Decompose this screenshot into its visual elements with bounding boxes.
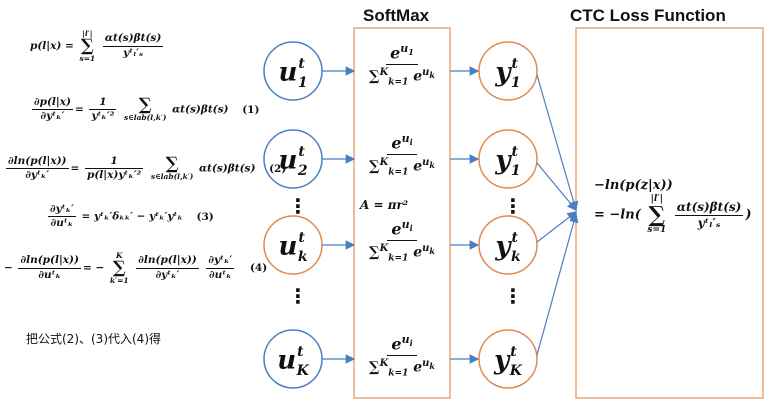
fraction-denominator: yᵗₗ′ₛ [123,46,144,59]
fraction-numerator: ∂p(l|x) [32,96,73,111]
u-label-2: ut2 [278,144,308,179]
y-label-2: yt1 [495,144,521,179]
fraction: ∂ln(p(l|x)) ∂yᵗₖ′ [136,254,199,281]
softmax-title: SoftMax [363,6,430,25]
sum-lower: s∈lab(l,k′) [150,172,194,182]
formula-likelihood-lhs: p(l|x) = [30,40,74,52]
y-dots-1: ⋮ [503,194,523,218]
arrow-yk-ctc [536,211,577,243]
sum-upper: K [115,251,123,260]
fraction-numerator: ∂ln(p(l|x)) [18,254,81,269]
fraction-denominator: ∂uᵗₖ [38,268,62,281]
summation: ∑ s∈lab(l,k′) [123,95,167,123]
arrow-y2-ctc [536,162,577,211]
equation-number: (3) [196,210,214,223]
softmax-fraction-1: eu1 ∑Kk=1 euk [369,42,435,88]
fraction: ∂ln(p(l|x)) ∂uᵗₖ [18,254,81,281]
fraction-denominator: ∂uᵗₖ [50,217,74,230]
sum-lower: k′=1 [109,275,129,285]
ctc-formula-line1: −ln(p(z|x)) [594,178,673,193]
u-label-K: utK [277,344,309,379]
sum-upper: |l′| [82,29,93,38]
fraction-numerator: ∂ln(p(l|x)) [136,254,199,269]
fraction-numerator: 1 [84,155,144,170]
formula-rhs: = yᵗₖ′δₖₖ′ − yᵗₖ′yᵗₖ [81,210,183,223]
fraction-denominator: ∂yᵗₖ′ [40,110,65,123]
u-dots-1: ⋮ [288,194,308,218]
summation: |l′| ∑ s=1 [79,29,96,63]
ctc-title: CTC Loss Function [570,6,726,25]
formula-2: ∂ln(p(l|x)) ∂yᵗₖ′ = 1 p(l|x)yᵗₖ′² ∑ s∈la… [6,154,287,182]
equation-number: (1) [242,103,260,116]
u-label-k: utk [278,230,308,265]
ctc-formula: −ln(p(z|x)) = −ln( |l′| ∑ s=1 αt(s)βt(s)… [594,178,751,235]
summation: ∑ s∈lab(l,k′) [150,154,194,182]
fraction: 1 p(l|x)yᵗₖ′² [84,155,144,182]
y-label-K: ytK [494,344,522,379]
fraction-denominator: ∂yᵗₖ′ [25,169,50,182]
fraction: αt(s)βt(s) yᵗₗ′ₛ [102,32,164,59]
sum-lower: s=1 [79,53,96,63]
formula-3: ∂yᵗₖ′ ∂uᵗₖ = yᵗₖ′δₖₖ′ − yᵗₖ′yᵗₖ (3) [46,203,214,230]
formula-1: ∂p(l|x) ∂yᵗₖ′ = 1 yᵗₖ′² ∑ s∈lab(l,k′) αt… [32,95,260,123]
fraction-denominator: yᵗₖ′² [91,110,115,123]
summation: |l′| ∑ s=1 [647,194,667,235]
formula-4: − ∂ln(p(l|x)) ∂uᵗₖ = − K ∑ k′=1 ∂ln(p(l|… [4,251,268,285]
softmax-box [353,27,451,399]
softmax-fraction-3: eui ∑Kk=1 euk [369,218,435,264]
softmax-fraction-4: eui ∑Kk=1 euk [369,333,435,379]
equation-number: (2) [269,162,287,175]
equation-number: (4) [249,262,268,274]
formula-body: αt(s)βt(s) [172,103,229,116]
area-formula: A = πr² [360,198,409,212]
fraction-denominator: ∂uᵗₖ [209,268,232,281]
fraction-numerator: 1 [89,96,117,111]
fraction: 1 yᵗₖ′² [89,96,117,123]
fraction-numerator: ∂ln(p(l|x)) [6,155,69,170]
fraction-numerator: ∂yᵗₖ′ [206,254,235,269]
fraction: ∂yᵗₖ′ ∂uᵗₖ [48,203,76,230]
fraction-denominator: p(l|x)yᵗₖ′² [86,169,142,182]
y-label-1: yt1 [495,56,521,91]
arrow-yK-ctc [536,212,579,356]
y-dots-2: ⋮ [503,284,523,308]
fraction-denominator: ∂yᵗₖ′ [155,268,180,281]
formula-body: αt(s)βt(s) [198,162,256,175]
substitution-note: 把公式(2)、(3)代入(4)得 [26,332,161,346]
formula-likelihood: p(l|x) = |l′| ∑ s=1 αt(s)βt(s) yᵗₗ′ₛ [30,30,165,62]
arrow-y1-ctc [536,74,579,212]
ctc-formula-line2: = −ln( |l′| ∑ s=1 αt(s)βt(s) yᵗₗ′ₛ ) [594,194,752,235]
fraction-numerator: αt(s)βt(s) [102,32,164,47]
fraction: ∂p(l|x) ∂yᵗₖ′ [32,96,73,123]
fraction: ∂ln(p(l|x)) ∂yᵗₖ′ [6,155,69,182]
y-label-k: ytk [495,230,521,265]
summation: K ∑ k′=1 [109,251,129,285]
softmax-fraction-2: eui ∑Kk=1 euk [369,132,435,178]
sum-lower: s∈lab(l,k′) [123,113,167,123]
u-label-1: ut1 [278,56,308,91]
u-dots-2: ⋮ [288,284,308,308]
fraction-numerator: ∂yᵗₖ′ [48,203,76,218]
fraction: ∂yᵗₖ′ ∂uᵗₖ [206,254,235,281]
fraction: αt(s)βt(s) yᵗₗ′ₛ [674,199,744,230]
